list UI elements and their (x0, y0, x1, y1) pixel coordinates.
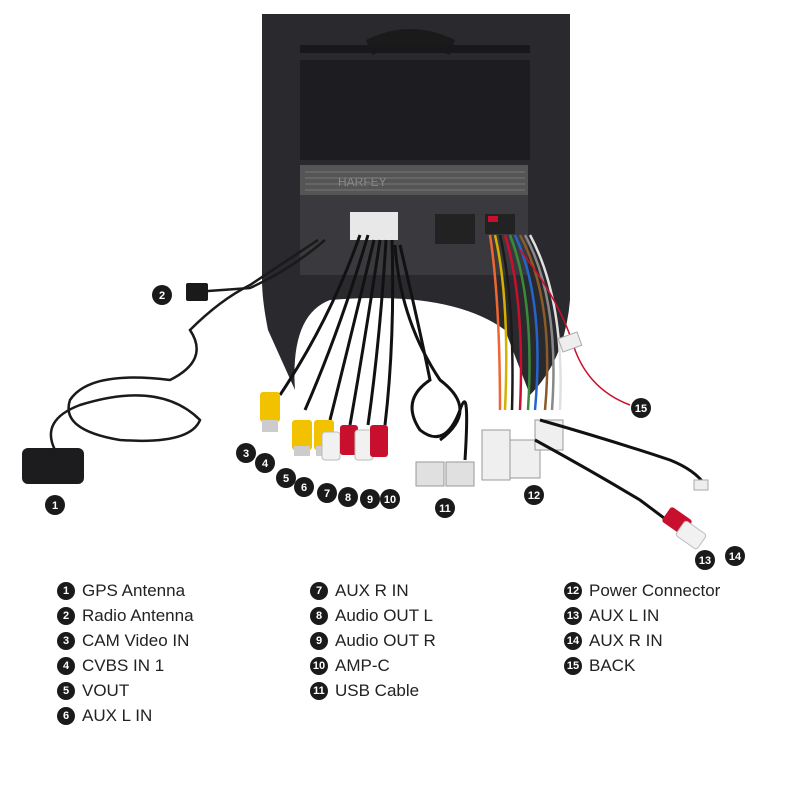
legend-number: 1 (57, 581, 75, 600)
radio-antenna (186, 239, 326, 301)
callout-11: 11 (435, 498, 455, 518)
svg-text:4: 4 (262, 458, 269, 470)
rca-plug-audio-r (370, 425, 388, 457)
callout-2: 2 (152, 285, 172, 305)
legend-label: AMP-C (335, 655, 390, 675)
legend-item: 13 AUX L IN (564, 603, 720, 628)
legend-label: GPS Antenna (82, 580, 186, 600)
connector-port (435, 214, 475, 244)
gps-antenna (22, 238, 319, 484)
legend-number: 9 (310, 631, 328, 650)
legend-label: BACK (589, 655, 636, 675)
legend-item: 10 AMP-C (310, 653, 436, 678)
legend-number: 15 (564, 656, 582, 675)
legend-number: 6 (57, 706, 75, 725)
brand-text: HARFEY (338, 175, 387, 189)
callout-3: 3 (236, 443, 256, 463)
legend-label: Audio OUT R (335, 630, 436, 650)
legend-label: CAM Video IN (82, 630, 190, 650)
callout-8: 8 (338, 487, 358, 507)
legend-item: 14 AUX R IN (564, 628, 720, 653)
rca-plug-cam (260, 392, 280, 432)
legend-label: AUX L IN (82, 705, 153, 725)
legend-item: 8 Audio OUT L (310, 603, 436, 628)
legend-number: 4 (57, 656, 75, 675)
callout-10: 10 (380, 489, 400, 509)
callout-14: 14 (725, 546, 745, 566)
svg-text:7: 7 (324, 488, 330, 500)
legend-label: USB Cable (335, 680, 420, 700)
legend-column-1: 1 GPS Antenna 2 Radio Antenna 3 CAM Video I… (57, 578, 194, 728)
svg-text:13: 13 (699, 555, 711, 567)
legend-item: 7 AUX R IN (310, 578, 436, 603)
back-wire (519, 249, 631, 406)
legend-column-2: 7 AUX R IN 8 Audio OUT L 9 Audio OUT R 10 AM… (310, 578, 436, 703)
aux-cable-right (534, 418, 709, 550)
product-wiring-illustration: HARFEY (22, 14, 745, 570)
svg-text:3: 3 (243, 448, 249, 460)
callout-9: 9 (360, 489, 380, 509)
rca-plug-aux-r (340, 425, 358, 455)
legend-number: 12 (564, 581, 582, 600)
legend-label: AUX L IN (589, 605, 660, 625)
legend-number: 3 (57, 631, 75, 650)
legend-item: 11 USB Cable (310, 678, 436, 703)
svg-text:11: 11 (439, 503, 451, 515)
legend-item: 5 VOUT (57, 678, 194, 703)
callout-markers: 1 2 3 4 5 6 7 8 9 10 11 12 13 14 15 (45, 285, 745, 570)
legend-number: 2 (57, 606, 75, 625)
legend-label: AUX R IN (335, 580, 409, 600)
legend-number: 10 (310, 656, 328, 675)
rca-cables (278, 234, 395, 426)
rca-plug-aux-l (321, 431, 341, 461)
callout-13: 13 (695, 550, 715, 570)
head-unit: HARFEY (262, 14, 570, 395)
legend-label: Radio Antenna (82, 605, 194, 625)
svg-text:9: 9 (367, 494, 373, 506)
usb-cables (393, 244, 475, 487)
svg-text:10: 10 (384, 494, 396, 506)
svg-text:1: 1 (52, 500, 58, 512)
legend-item: 2 Radio Antenna (57, 603, 194, 628)
svg-text:5: 5 (283, 473, 289, 485)
callout-5: 5 (276, 468, 296, 488)
power-connector (481, 429, 511, 481)
legend-number: 7 (310, 581, 328, 600)
legend-item: 12 Power Connector (564, 578, 720, 603)
legend-number: 5 (57, 681, 75, 700)
legend-item: 6 AUX L IN (57, 703, 194, 728)
svg-text:8: 8 (345, 492, 351, 504)
connector-port (350, 212, 398, 240)
svg-text:6: 6 (301, 482, 307, 494)
legend-item: 1 GPS Antenna (57, 578, 194, 603)
callout-4: 4 (255, 453, 275, 473)
legend-label: AUX R IN (589, 630, 663, 650)
legend-label: Power Connector (589, 580, 721, 600)
legend-number: 11 (310, 681, 328, 700)
svg-text:15: 15 (635, 403, 647, 415)
svg-text:12: 12 (528, 490, 540, 502)
legend-item: 3 CAM Video IN (57, 628, 194, 653)
svg-text:2: 2 (159, 290, 165, 302)
callout-15: 15 (631, 398, 651, 418)
legend-item: 4 CVBS IN 1 (57, 653, 194, 678)
legend-label: VOUT (82, 680, 130, 700)
callout-6: 6 (294, 477, 314, 497)
rca-plug-cvbs (292, 420, 312, 456)
legend-item: 9 Audio OUT R (310, 628, 436, 653)
legend-item: 15 BACK (564, 653, 720, 678)
callout-7: 7 (317, 483, 337, 503)
legend-number: 14 (564, 631, 582, 650)
callout-12: 12 (524, 485, 544, 505)
svg-text:14: 14 (729, 551, 742, 563)
legend-label: CVBS IN 1 (82, 655, 165, 675)
legend-number: 13 (564, 606, 582, 625)
legend-number: 8 (310, 606, 328, 625)
legend-label: Audio OUT L (335, 605, 433, 625)
callout-1: 1 (45, 495, 65, 515)
